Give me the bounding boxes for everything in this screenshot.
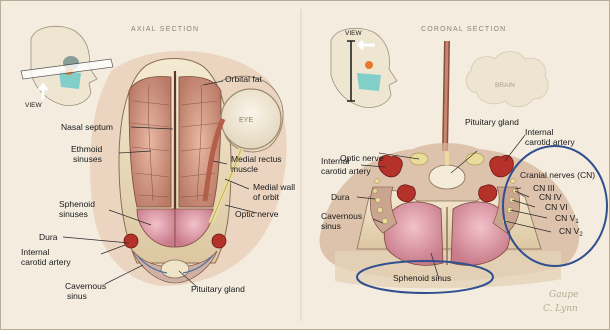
- label-cn6: CN VI: [545, 202, 568, 212]
- label-cn4: CN IV: [539, 192, 562, 202]
- label-cranial-nerves: Cranial nerves (CN): [520, 170, 595, 180]
- label-coronal-cavernous-2: sinus: [321, 221, 341, 231]
- label-axial-cavernous-1: Cavernous: [65, 281, 106, 291]
- axial-view-label: VIEW: [25, 102, 42, 109]
- coronal-pituitary: [429, 165, 465, 189]
- label-medial-rectus-2: muscle: [231, 164, 258, 174]
- label-cnv2-base: CN V: [559, 226, 580, 236]
- label-medial-wall-1: Medial wall: [253, 182, 295, 192]
- label-axial-dura: Dura: [39, 232, 58, 242]
- label-orbital-fat: Orbital fat: [225, 74, 262, 84]
- label-coronal-internal-carotid-left-1b: Internal: [321, 156, 349, 166]
- label-axial-optic-nerve: Optic nerve: [235, 209, 279, 219]
- axial-section: AXIAL SECTION VIEW: [21, 26, 295, 301]
- axial-section-title: AXIAL SECTION: [131, 26, 199, 33]
- label-sphenoid-sinuses-2: sinuses: [59, 209, 88, 219]
- axial-skull-icon: VIEW: [21, 26, 113, 109]
- label-coronal-pituitary: Pituitary gland: [465, 117, 519, 127]
- coronal-skull-icon: VIEW: [331, 28, 397, 107]
- label-medial-wall-2: of orbit: [253, 192, 280, 202]
- artist-signature-2: C. Lynn: [543, 304, 578, 314]
- brain-label: BRAIN: [495, 82, 515, 89]
- label-cnv2-sub: 2: [579, 232, 583, 238]
- label-cnv1-base: CN V: [555, 213, 576, 223]
- label-ethmoid-sinuses-2: sinuses: [73, 154, 102, 164]
- label-cnv1-sub: 1: [575, 219, 579, 225]
- label-axial-cavernous-2: sinus: [67, 291, 87, 301]
- coronal-section: CORONAL SECTION VIEW BRAIN: [320, 26, 607, 314]
- label-coronal-cavernous-1: Cavernous: [321, 211, 362, 221]
- eye-label: EYE: [239, 117, 253, 124]
- label-medial-rectus-1: Medial rectus: [231, 154, 282, 164]
- brain-silhouette: [466, 52, 548, 107]
- coronal-section-title: CORONAL SECTION: [421, 26, 506, 33]
- label-coronal-sphenoid-sinus: Sphenoid sinus: [393, 273, 451, 283]
- anatomy-illustration: AXIAL SECTION VIEW: [1, 1, 609, 329]
- label-coronal-internal-carotid-left-2: carotid artery: [321, 166, 371, 176]
- label-nasal-septum: Nasal septum: [61, 122, 113, 132]
- label-ethmoid-sinuses-1: Ethmoid: [71, 144, 102, 154]
- label-coronal-internal-carotid-right-1: Internal: [525, 127, 553, 137]
- label-coronal-dura: Dura: [331, 192, 350, 202]
- label-sphenoid-sinuses-1: Sphenoid: [59, 199, 95, 209]
- label-axial-pituitary: Pituitary gland: [191, 284, 245, 294]
- coronal-view-label: VIEW: [345, 30, 362, 37]
- artist-signature-1: Gaupe: [549, 290, 578, 300]
- label-axial-internal-carotid-1: Internal: [21, 247, 49, 257]
- label-axial-internal-carotid-2: carotid artery: [21, 257, 71, 267]
